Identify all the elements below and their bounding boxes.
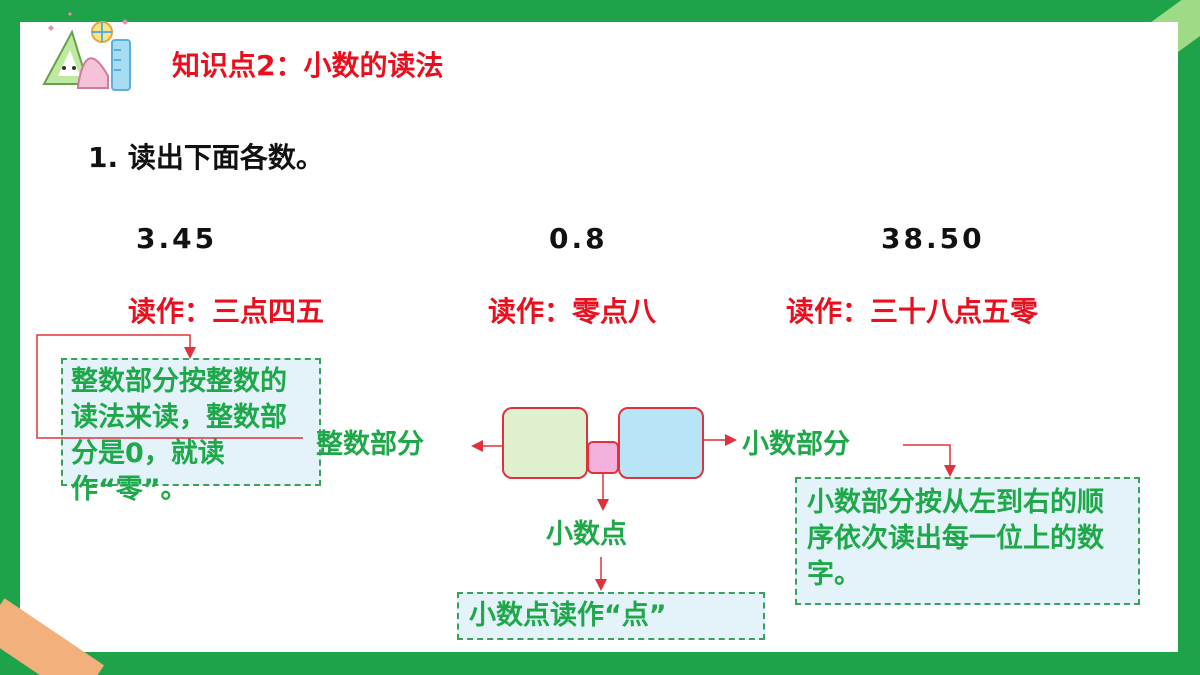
number-2: 0.8 [549,222,608,255]
decimal-point-box [587,441,619,474]
integer-part-box [502,407,588,479]
math-cartoon-icon [42,12,131,91]
decimal-part-box [618,407,704,479]
decimal-part-label: 小数部分 [742,429,850,460]
integer-part-note: 整数部分按整数的读法来读，整数部分是0，就读作“零”。 [61,358,321,505]
integer-part-label: 整数部分 [316,429,424,460]
reading-3: 读作：三十八点五零 [786,295,1039,328]
decimal-point-note: 小数点读作“点” [457,592,765,640]
page-title: 知识点2：小数的读法 [172,49,444,82]
number-3: 38.50 [881,222,985,255]
reading-2: 读作：零点八 [488,295,657,328]
decimal-point-label: 小数点 [546,519,627,550]
question-text: 1. 读出下面各数。 [88,141,324,174]
decimal-part-note: 小数部分按从左到右的顺序依次读出每一位上的数字。 [795,477,1140,605]
reading-1: 读作：三点四五 [128,295,325,328]
number-1: 3.45 [136,222,218,255]
